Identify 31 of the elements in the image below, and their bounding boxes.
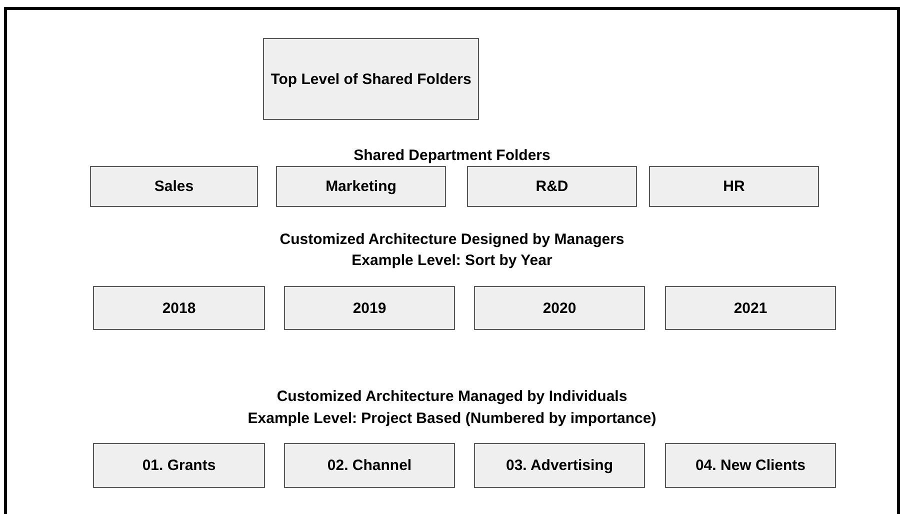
folder-box	[665, 286, 836, 330]
level-heading: Example Level: Sort by Year	[352, 252, 552, 269]
folder-box	[93, 443, 265, 488]
folder-box	[474, 443, 645, 488]
folder-box	[474, 286, 645, 330]
folder-name: HR	[723, 178, 745, 195]
folder-box	[665, 443, 836, 488]
level-heading: Shared Department Folders	[354, 147, 550, 164]
folder-box	[93, 286, 265, 330]
folder-box	[649, 166, 819, 207]
folder-name: Sales	[154, 178, 194, 195]
folder-box	[90, 166, 258, 207]
folder-name: 04. New Clients	[695, 457, 806, 474]
level-heading: Example Level: Project Based (Numbered by importance)	[248, 410, 656, 427]
folder-box	[263, 38, 479, 120]
folder-box	[284, 286, 455, 330]
folder-box	[276, 166, 446, 207]
folder-name: 2018	[162, 300, 196, 316]
folder-name: Top Level of Shared Folders	[270, 70, 472, 88]
folder-name: 02. Channel	[327, 457, 412, 474]
folder-name: R&D	[536, 178, 568, 195]
folder-name: 01. Grants	[142, 457, 216, 474]
folder-name: 03. Advertising	[506, 457, 613, 474]
level-heading: Customized Architecture Designed by Managers	[280, 231, 624, 248]
level-heading: Customized Architecture Managed by Individuals	[276, 388, 628, 405]
folder-name: 2019	[352, 300, 386, 316]
folder-name: 2020	[542, 300, 576, 316]
folder-name: 2021	[734, 300, 768, 316]
folder-box	[467, 166, 637, 207]
folder-name: Marketing	[326, 178, 396, 195]
folder-box	[284, 443, 455, 488]
